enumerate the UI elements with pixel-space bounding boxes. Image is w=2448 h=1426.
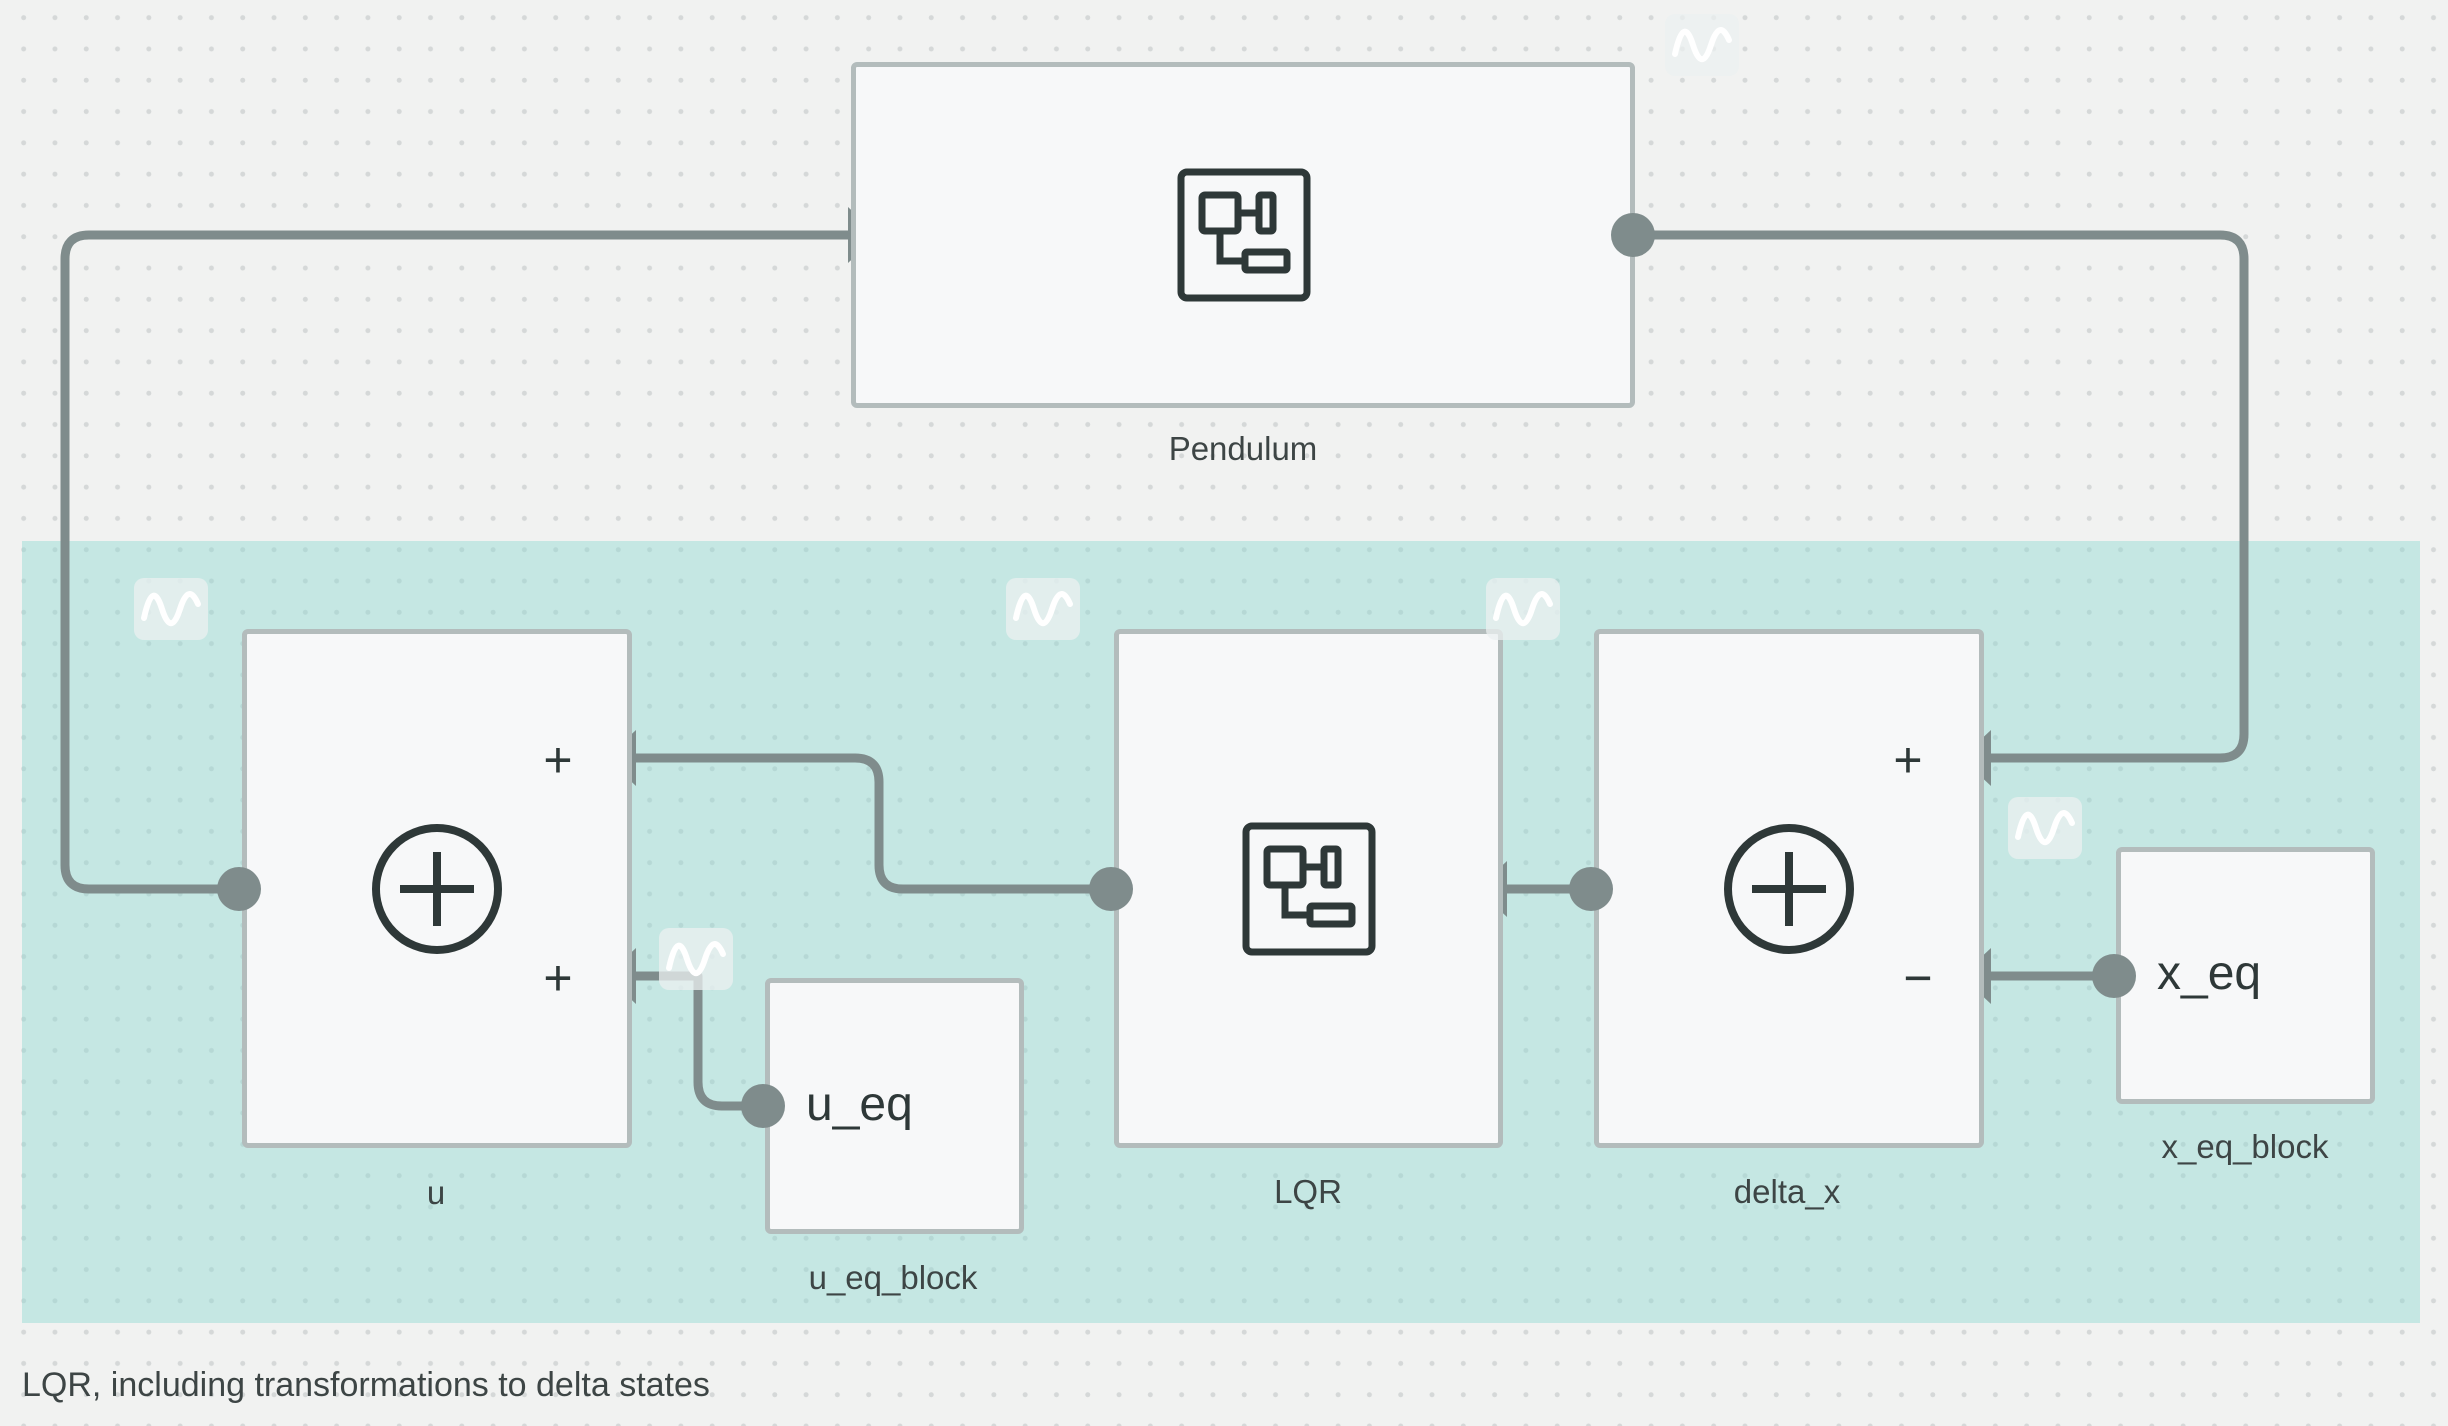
u-label: u <box>426 1174 446 1211</box>
sum-icon <box>1724 824 1854 954</box>
waveform-icon <box>141 591 201 627</box>
waveform-icon <box>2015 810 2075 846</box>
output-port-u <box>217 867 261 911</box>
output-port-delta-x <box>1569 867 1613 911</box>
scope-u-eq-output[interactable] <box>659 928 733 990</box>
u-eq-value: u_eq <box>806 1078 913 1131</box>
lqr-label: LQR <box>1274 1173 1342 1210</box>
output-port-x-eq <box>2092 954 2136 998</box>
x-eq-value: x_eq <box>2157 947 2262 1000</box>
sum-icon <box>372 824 502 954</box>
x-eq-block-label: x_eq_block <box>2161 1128 2329 1165</box>
scope-pendulum-output[interactable] <box>1665 14 1739 76</box>
wire-u-eq-to-u <box>615 971 768 1111</box>
subsystem-icon <box>1242 822 1376 956</box>
wire-lqr-to-u <box>615 753 1116 894</box>
scope-x-eq-output[interactable] <box>2008 797 2082 859</box>
x-eq-block[interactable] <box>2116 847 2375 1104</box>
waveform-icon <box>1013 591 1073 627</box>
u-eq-block-label: u_eq_block <box>808 1259 978 1296</box>
scope-delta-x-output[interactable] <box>1486 578 1560 640</box>
delta-x-label: delta_x <box>1733 1173 1841 1210</box>
group-caption: LQR, including transformations to delta … <box>22 1366 710 1404</box>
scope-u-output[interactable] <box>134 578 208 640</box>
waveform-icon <box>1493 591 1553 627</box>
output-port-pendulum <box>1611 213 1655 257</box>
output-port-lqr <box>1089 867 1133 911</box>
u-input-2-sign: + <box>543 950 573 1006</box>
waveform-icon <box>666 941 726 977</box>
wire-u-to-pendulum <box>60 230 861 894</box>
scope-lqr-output[interactable] <box>1006 578 1080 640</box>
wire-pendulum-to-delta-x <box>1628 230 2249 763</box>
pendulum-block[interactable] <box>851 62 1635 408</box>
u-input-1-sign: + <box>543 732 573 788</box>
waveform-icon <box>1672 27 1732 63</box>
pendulum-label: Pendulum <box>1168 430 1318 467</box>
u-eq-block[interactable] <box>765 978 1024 1234</box>
delta-x-input-1-sign: + <box>1893 732 1923 788</box>
delta-x-input-2-sign: − <box>1903 950 1933 1006</box>
output-port-u-eq <box>741 1084 785 1128</box>
subsystem-icon <box>1177 168 1311 302</box>
